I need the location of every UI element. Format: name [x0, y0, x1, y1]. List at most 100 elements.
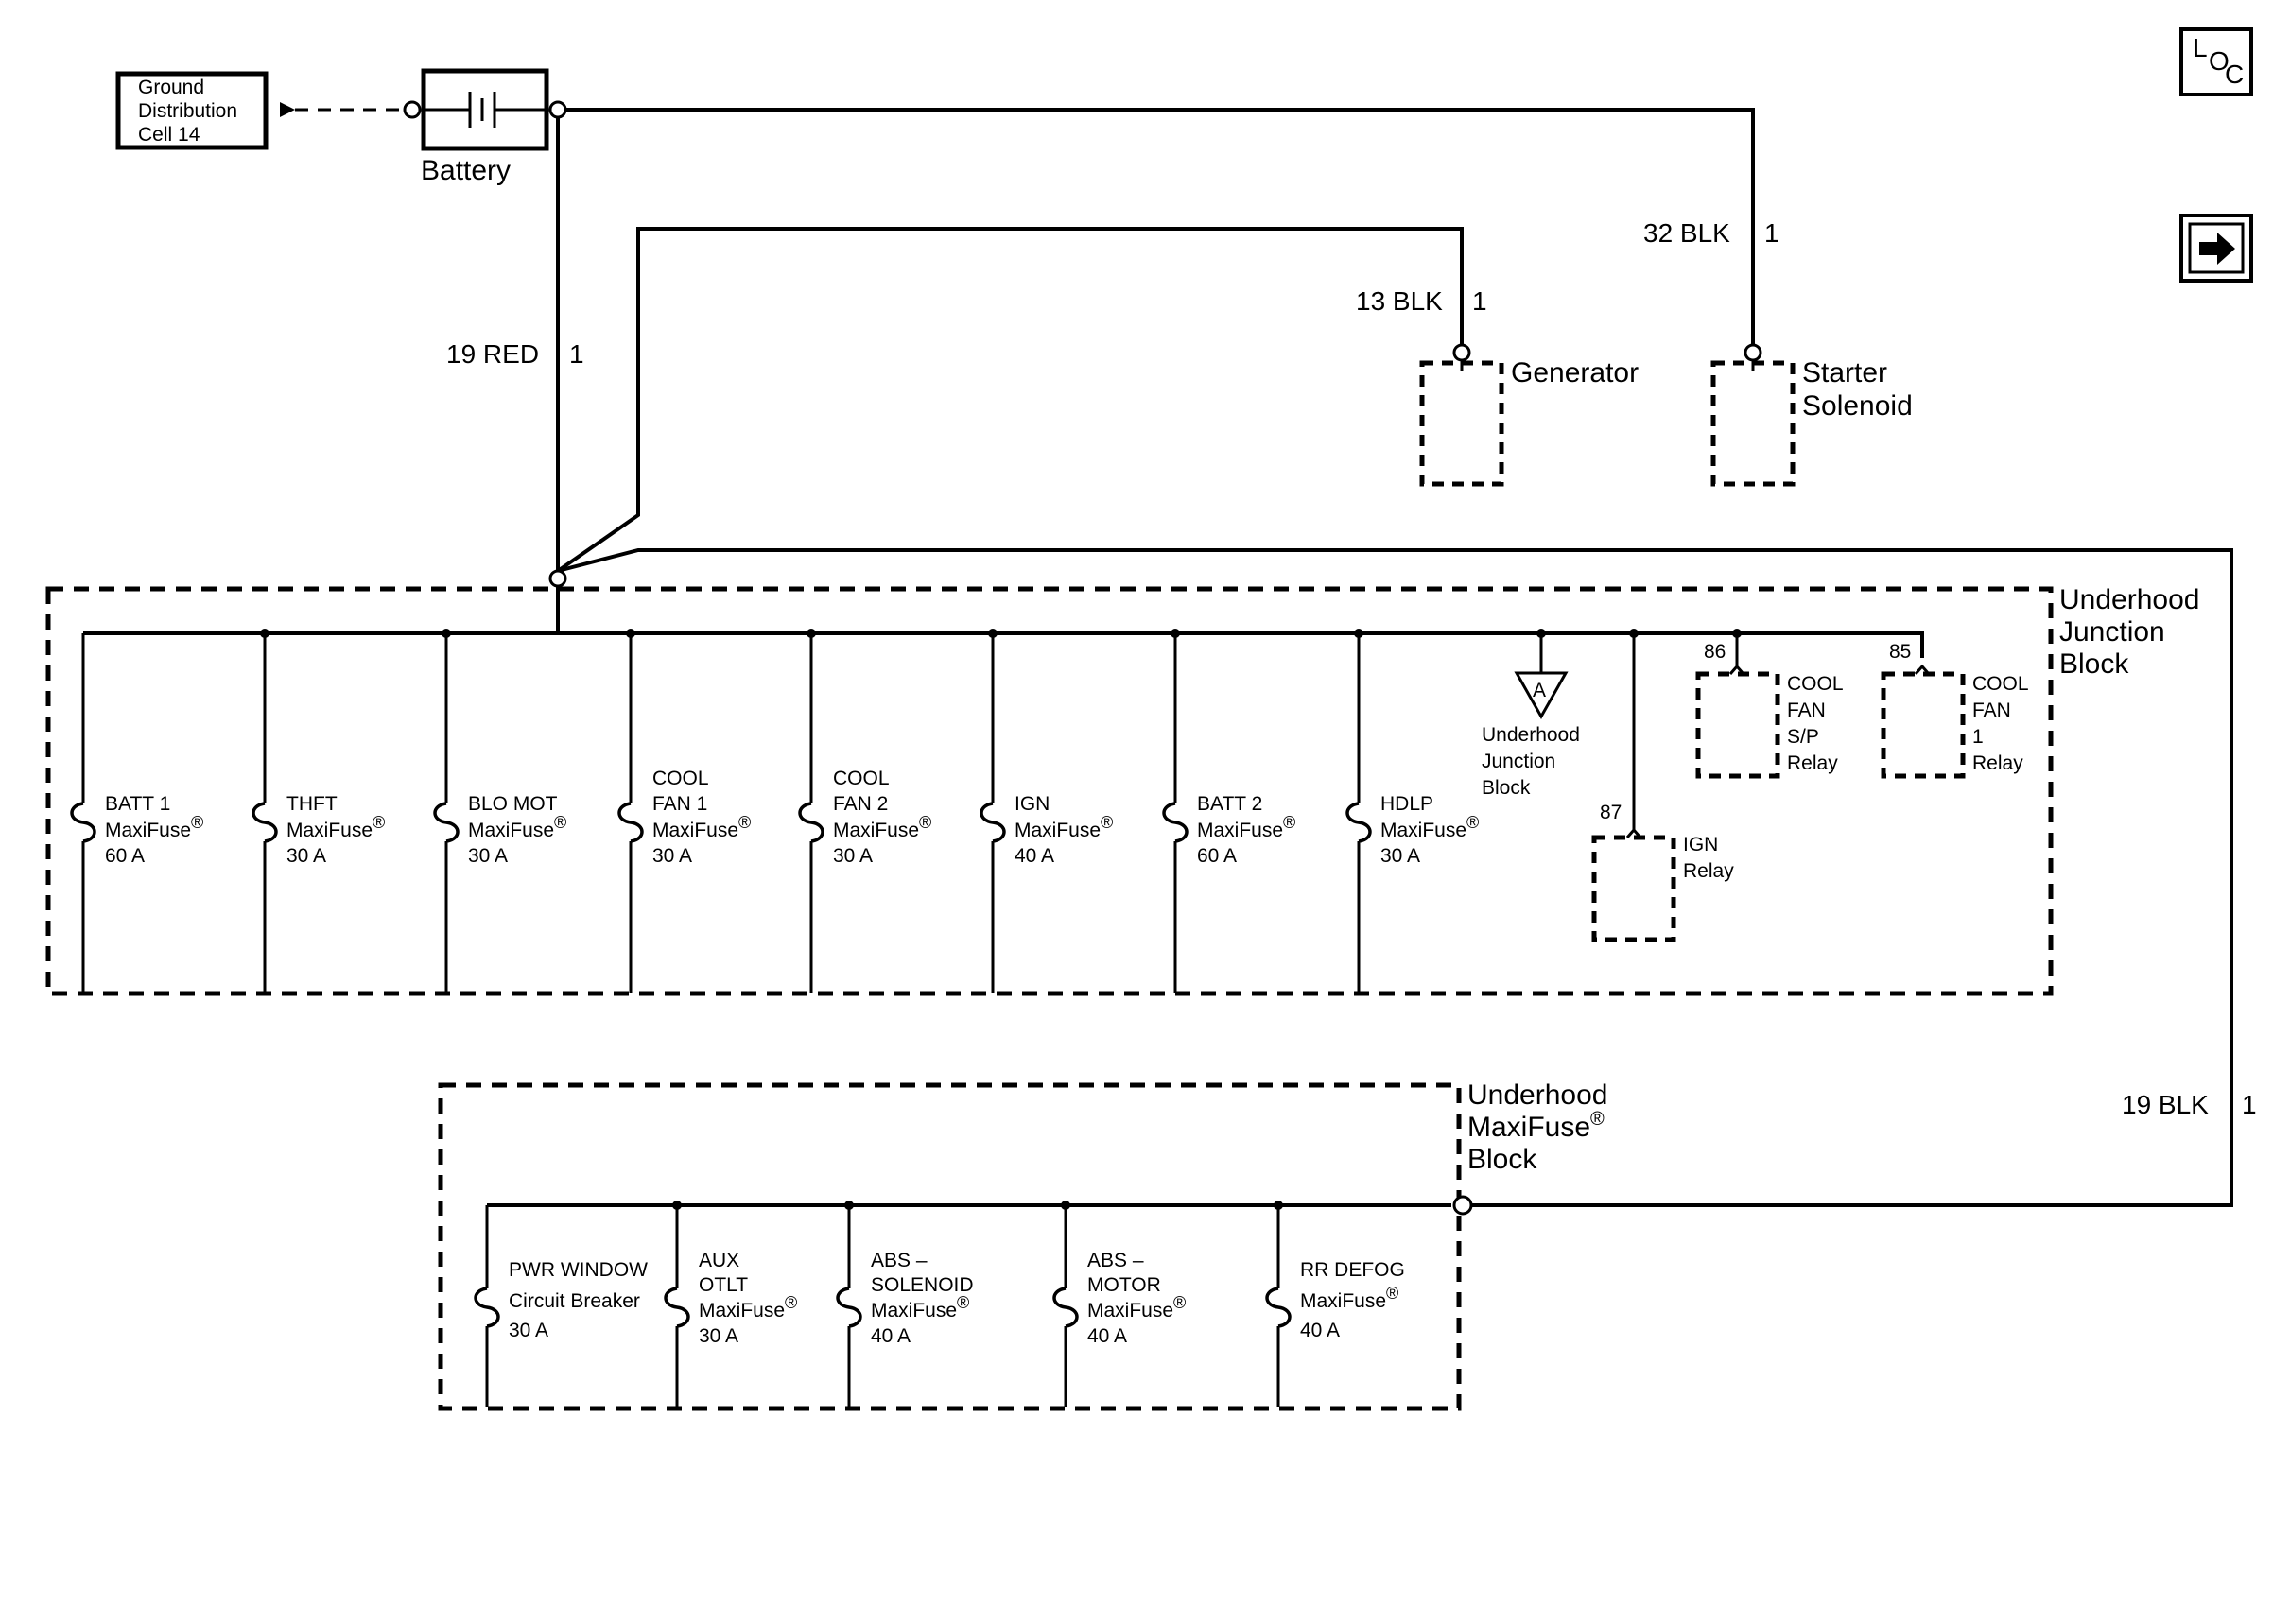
wire-13-blk-label: 13 BLK: [1356, 286, 1443, 316]
wire-13-blk: [556, 227, 1464, 573]
wire-19-blk: [557, 548, 2233, 1207]
wire-32-blk-pin: 1: [1764, 218, 1779, 248]
cool-fan-sp-relay[interactable]: [1695, 671, 1780, 779]
fuse-label-line4: 60 A: [1197, 845, 1237, 867]
registered-mark: ®: [554, 813, 566, 832]
battery[interactable]: [421, 68, 549, 151]
starter-label-line1: Starter: [1802, 357, 1887, 389]
junction-input-connector: [548, 569, 567, 588]
maxifuse-input-connector: [1452, 1195, 1473, 1216]
junction-block-title-line2: Junction: [2059, 616, 2165, 648]
reference-letter: A: [1533, 680, 1546, 701]
cool-fan-sp-relay-line4: Relay: [1787, 752, 1838, 774]
fuse-label-line2: Circuit Breaker: [509, 1290, 640, 1312]
fuse-symbol-icon: [798, 802, 824, 843]
fuse-label-line1: ABS –: [871, 1250, 928, 1271]
cool-fan-sp-relay-line3: S/P: [1787, 726, 1819, 748]
cool-fan-1-relay-line2: FAN: [1972, 700, 2011, 721]
ground-label-line2: Distribution: [138, 100, 237, 122]
ground-label-line3: Cell 14: [138, 124, 200, 146]
starter-solenoid[interactable]: [1710, 360, 1796, 487]
registered-mark: ®: [785, 1293, 797, 1312]
fuse-label-line2: HDLP: [1380, 793, 1433, 815]
fuse-label-line4: 40 A: [1087, 1325, 1127, 1347]
fuse-symbol-icon: [1052, 1287, 1079, 1328]
fuse-label-line4: 40 A: [871, 1325, 911, 1347]
wire-19-red-label: 19 RED: [446, 339, 539, 369]
fuse-label-line4: 40 A: [1015, 845, 1054, 867]
generator-connector: [1452, 343, 1471, 362]
ground-connector: [403, 100, 422, 119]
battery-positive-connector: [548, 100, 567, 119]
ign-relay[interactable]: [1591, 835, 1676, 942]
next-page-button[interactable]: [2179, 214, 2253, 283]
loc-letter-o: O: [2209, 46, 2230, 76]
fuse-label-line3: MaxiFuse®: [105, 813, 203, 841]
registered-mark: ®: [191, 813, 203, 832]
fuse-label-line4: 30 A: [1380, 845, 1420, 867]
fuse-label-line2: MaxiFuse®: [1300, 1284, 1398, 1312]
fuse-label-line2: SOLENOID: [871, 1274, 974, 1296]
reference-label-line3: Block: [1482, 777, 1531, 799]
fuse-symbol-icon: [617, 802, 644, 843]
loc-letter-l: L: [2193, 33, 2208, 62]
fuse-symbol-icon: [474, 1287, 500, 1328]
fuse-label-line2: FAN 1: [652, 793, 707, 815]
fuse-label-line1: AUX: [699, 1250, 739, 1271]
fuse-label-line1: COOL: [652, 768, 709, 789]
junction-block-title-line1: Underhood: [2059, 584, 2199, 615]
fuse-label-line2: THFT: [286, 793, 338, 815]
cool-fan-1-relay[interactable]: [1881, 671, 1966, 779]
generator[interactable]: [1419, 360, 1504, 487]
registered-mark: ®: [1283, 813, 1295, 832]
fuse-label-line2: MOTOR: [1087, 1274, 1161, 1296]
starter-label-line2: Solenoid: [1802, 390, 1913, 422]
fuse-label-line3: MaxiFuse®: [871, 1293, 969, 1322]
ign-relay-label-line2: Relay: [1683, 860, 1734, 882]
registered-mark: ®: [919, 813, 931, 832]
registered-mark: ®: [1173, 1293, 1186, 1312]
fuse-symbol-icon: [70, 802, 96, 843]
registered-mark: ®: [1386, 1284, 1398, 1303]
ign-relay-label-line1: IGN: [1683, 834, 1718, 855]
fuse-label-line3: MaxiFuse®: [1197, 813, 1295, 841]
wire-32-blk: [565, 108, 1755, 345]
registered-mark: ®: [1590, 1109, 1605, 1130]
fuse-label-line2: OTLT: [699, 1274, 748, 1296]
fuse-label-line3: MaxiFuse®: [286, 813, 385, 841]
cool-fan-sp-relay-pin: 86: [1704, 641, 1726, 663]
fuse-symbol-icon: [664, 1287, 690, 1328]
registered-mark: ®: [373, 813, 385, 832]
fuse-symbol-icon: [1162, 802, 1189, 843]
reference-triangle-icon[interactable]: [1514, 671, 1569, 720]
fuse-label-line3: MaxiFuse®: [1087, 1293, 1186, 1322]
fuse-label-line2: BLO MOT: [468, 793, 558, 815]
fuse-label-line1: ABS –: [1087, 1250, 1144, 1271]
fuse-label-line1: COOL: [833, 768, 890, 789]
fuse-label-line3: MaxiFuse®: [652, 813, 751, 841]
wire-19-blk-label: 19 BLK: [2122, 1090, 2209, 1119]
fuse-label-line4: 30 A: [652, 845, 692, 867]
fuse-symbol-icon: [1265, 1287, 1292, 1328]
ground-distribution-link[interactable]: Ground Distribution Cell 14: [115, 71, 269, 150]
registered-mark: ®: [738, 813, 751, 832]
cool-fan-1-relay-pin: 85: [1889, 641, 1911, 663]
ground-arrow-icon: [280, 102, 295, 117]
fuse-label-line2: BATT 2: [1197, 793, 1262, 815]
fuse-symbol-icon: [980, 802, 1006, 843]
ground-label-line1: Ground: [138, 77, 204, 98]
location-button[interactable]: L O C: [2179, 27, 2253, 96]
